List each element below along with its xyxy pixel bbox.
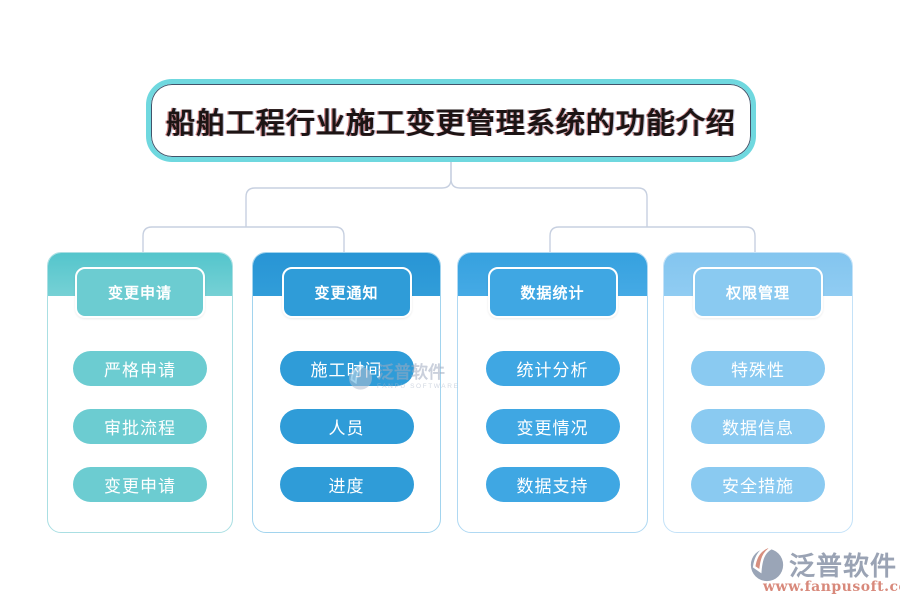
node-item: 进度	[279, 467, 414, 502]
node-item: 特殊性	[691, 351, 825, 386]
branch-card-data-statistics: 数据统计 统计分析 变更情况 数据支持	[457, 252, 648, 533]
node-item-label: 统计分析	[516, 361, 589, 381]
card-header: 权限管理	[693, 267, 823, 318]
node-item-label: 变更情况	[516, 419, 589, 439]
footer-brand-block: 泛普软件 www.fanpusoft.com	[748, 545, 900, 595]
card-header: 变更通知	[281, 267, 412, 318]
node-item-label: 数据信息	[722, 419, 794, 439]
card-header-label: 数据统计	[520, 285, 585, 302]
node-item: 安全措施	[691, 467, 825, 502]
card-header-label: 权限管理	[725, 285, 790, 302]
footer-brand-name: 泛普软件	[789, 551, 898, 582]
diagram-title-box: 船舶工程行业施工变更管理系统的功能介绍	[146, 79, 756, 162]
node-item-label: 审批流程	[104, 419, 176, 439]
fanpu-logo-icon	[750, 545, 784, 582]
node-item-label: 严格申请	[104, 361, 176, 381]
node-item: 数据支持	[485, 467, 620, 502]
node-item-label: 安全措施	[722, 477, 794, 497]
node-item: 严格申请	[73, 351, 207, 386]
node-item-label: 人员	[328, 419, 365, 439]
branch-card-change-request: 变更申请 严格申请 审批流程 变更申请	[47, 252, 233, 533]
card-header: 数据统计	[487, 267, 618, 318]
card-header: 变更申请	[75, 267, 205, 318]
node-item-label: 数据支持	[516, 477, 589, 497]
node-item-label: 变更申请	[104, 477, 176, 497]
node-item-label: 施工时间	[310, 361, 383, 381]
card-header-label: 变更通知	[314, 285, 379, 302]
node-item: 数据信息	[691, 409, 825, 444]
node-item: 统计分析	[485, 351, 620, 386]
node-item: 变更情况	[485, 409, 620, 444]
footer-url: www.fanpusoft.com	[763, 579, 900, 595]
node-item: 施工时间	[279, 351, 414, 386]
node-item: 变更申请	[73, 467, 207, 502]
node-item-label: 特殊性	[731, 361, 785, 381]
card-header-label: 变更申请	[107, 285, 172, 302]
node-item: 审批流程	[73, 409, 207, 444]
diagram-title: 船舶工程行业施工变更管理系统的功能介绍	[165, 105, 736, 140]
branch-card-permission-management: 权限管理 特殊性 数据信息 安全措施	[663, 252, 853, 533]
branch-card-change-notice: 变更通知 施工时间 人员 进度	[252, 252, 441, 533]
node-item-label: 进度	[328, 477, 365, 497]
node-item: 人员	[279, 409, 414, 444]
